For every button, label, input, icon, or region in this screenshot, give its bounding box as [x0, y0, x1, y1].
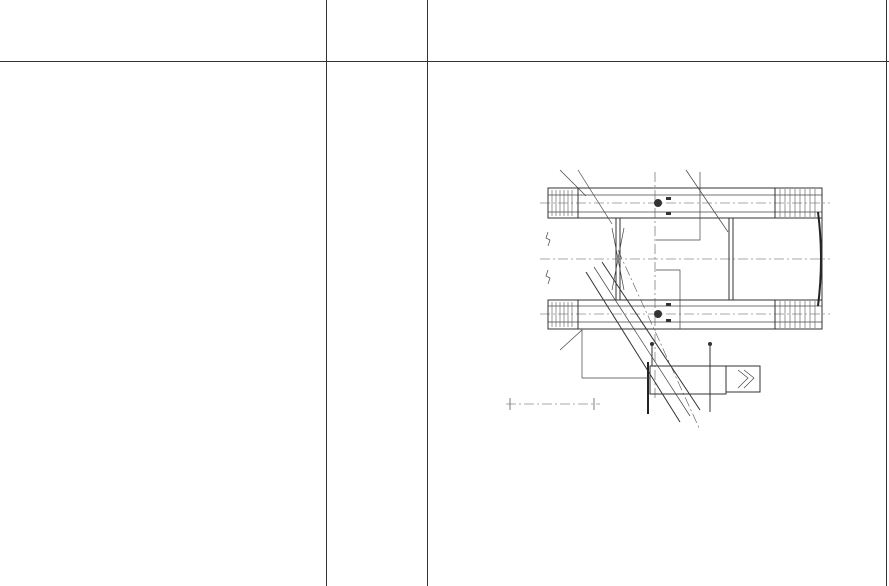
drive-unit: [647, 342, 761, 414]
right-border: [886, 0, 887, 586]
column-divider-2: [427, 0, 428, 586]
head-drum: [817, 211, 822, 307]
left-pulley-top: [547, 187, 579, 219]
conveyor-belt-frame: [548, 187, 822, 330]
idler-left: [611, 218, 625, 300]
break-mark: [545, 231, 551, 285]
idler-right: [728, 218, 734, 300]
column-divider-1: [326, 0, 327, 586]
anchor-bolts: [654, 197, 671, 322]
chain-symbol: [506, 398, 600, 410]
left-pulley-bottom: [547, 299, 579, 330]
header-divider: [0, 61, 889, 62]
transfer-chute: [585, 249, 701, 431]
right-pulley-bottom: [774, 299, 823, 330]
leader-lines: [559, 169, 729, 351]
support-frame: [581, 172, 701, 379]
right-pulley-top: [774, 187, 823, 219]
